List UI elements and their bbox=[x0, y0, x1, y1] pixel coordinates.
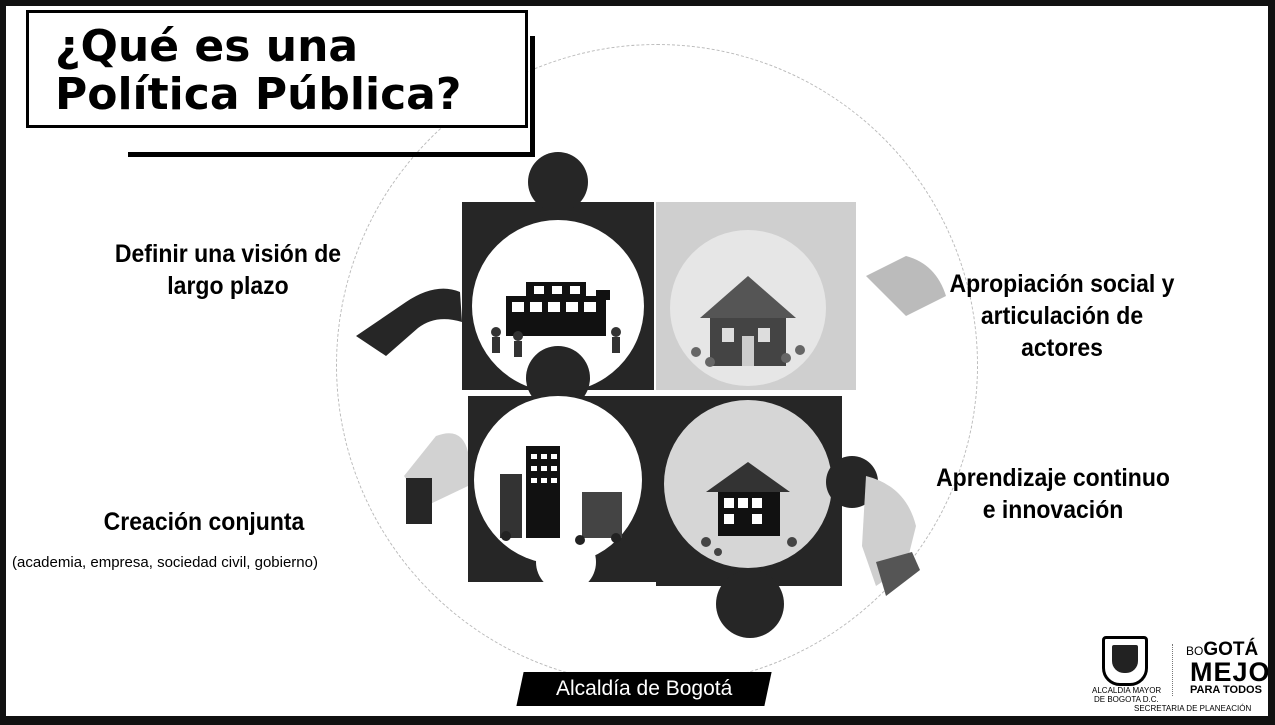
bogota-logo: BOGOTÁ bbox=[1186, 640, 1258, 661]
label-top-left: Definir una visión de largo plazo bbox=[99, 238, 357, 302]
puzzle-piece-bottom-right bbox=[656, 396, 878, 638]
puzzle-piece-top-right bbox=[656, 202, 946, 390]
label-top-right: Apropiación social y articulación de act… bbox=[933, 268, 1191, 364]
slide: ¿Qué es una Política Pública? Definir un… bbox=[6, 6, 1268, 716]
hand-right-shadow bbox=[876, 552, 920, 596]
puzzle-piece-bottom-left bbox=[468, 346, 660, 592]
alcaldia-banner-text: Alcaldía de Bogotá bbox=[555, 677, 733, 700]
title-box: ¿Qué es una Política Pública? bbox=[26, 10, 528, 128]
alcaldia-banner: Alcaldía de Bogotá bbox=[516, 672, 772, 706]
alcaldia-logo-line2: DE BOGOTA D.C. bbox=[1094, 695, 1159, 704]
bogota-crest-icon bbox=[1102, 636, 1148, 686]
bogota-logo-big: GOTÁ bbox=[1203, 639, 1259, 660]
bogota-logo-small: BO bbox=[1186, 644, 1204, 658]
label-top-left-line1: Definir una visión de bbox=[114, 240, 342, 268]
hand-left-top bbox=[356, 288, 462, 356]
page-title: ¿Qué es una Política Pública? bbox=[55, 23, 461, 119]
label-bottom-right: Aprendizaje continuo e innovación bbox=[910, 462, 1195, 526]
label-top-left-line2: largo plazo bbox=[167, 272, 289, 300]
mejor-logo: MEJOR bbox=[1190, 657, 1268, 687]
logo-divider bbox=[1172, 644, 1173, 696]
label-top-right-line2: articulación de bbox=[980, 302, 1144, 330]
para-todos-logo: PARA TODOS bbox=[1190, 684, 1262, 696]
label-bottom-right-line2: e innovación bbox=[982, 496, 1124, 524]
alcaldia-logo-line1: ALCALDIA MAYOR bbox=[1092, 686, 1162, 695]
label-bottom-right-line1: Aprendizaje continuo bbox=[936, 464, 1170, 492]
secretaria-logo: SECRETARIA DE PLANEACIÓN bbox=[1134, 704, 1252, 713]
puzzle-graphic bbox=[356, 152, 946, 638]
label-bottom-left: Creación conjunta bbox=[103, 508, 305, 536]
label-bottom-left-subtitle: (academia, empresa, sociedad civil, gobi… bbox=[12, 554, 318, 571]
title-line-2: Política Pública? bbox=[55, 69, 462, 120]
hand-left-cuff bbox=[406, 478, 432, 524]
title-frame bbox=[128, 36, 535, 157]
title-line-1: ¿Qué es una bbox=[55, 21, 359, 72]
label-top-right-line1: Apropiación social y bbox=[949, 270, 1175, 298]
label-top-right-line3: actores bbox=[1021, 334, 1103, 362]
